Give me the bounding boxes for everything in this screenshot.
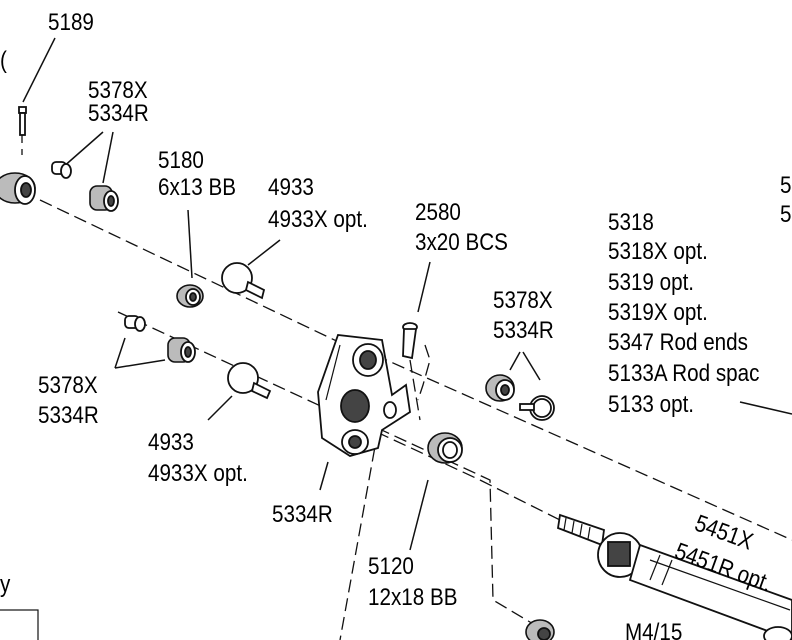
label-5334r-right: 5334R	[493, 317, 554, 344]
label-5133: 5133 opt.	[608, 391, 694, 418]
label-5347: 5347 Rod ends	[608, 329, 748, 356]
label-5319x: 5319X opt.	[608, 299, 708, 326]
label-frag-y: y	[0, 571, 11, 598]
part-5378x-bushing-mid	[124, 315, 196, 363]
part-5120-bearing	[427, 432, 463, 464]
part-4933-pivot-ball-top	[221, 262, 266, 300]
part-rod-end-partial	[763, 626, 792, 640]
label-m4-15: M4/15	[625, 619, 682, 640]
part-5378x-bushing-right	[485, 374, 555, 421]
label-5334r-top: 5334R	[88, 100, 149, 127]
label-4933x-top: 4933X opt.	[268, 206, 368, 233]
label-5180: 5180	[158, 147, 204, 174]
label-4933x-bottom: 4933X opt.	[148, 460, 248, 487]
part-gear-hub	[0, 172, 36, 205]
label-6x13-bb: 6x13 BB	[158, 174, 236, 201]
label-frag-right-1: 5	[780, 172, 791, 199]
label-5120: 5120	[368, 553, 414, 580]
label-12x18-bb: 12x18 BB	[368, 584, 457, 611]
part-5378x-bushing-top	[51, 161, 119, 212]
part-2580-screw	[402, 322, 418, 360]
label-5319: 5319 opt.	[608, 269, 694, 296]
label-5318: 5318	[608, 209, 654, 236]
label-5378x-left: 5378X	[38, 372, 98, 399]
label-2580: 2580	[415, 199, 461, 226]
label-5318x: 5318X opt.	[608, 238, 708, 265]
label-5189: 5189	[48, 9, 94, 36]
label-5334r-left: 5334R	[38, 402, 99, 429]
part-labels: 5189 ( 5378X 5334R 5180 6x13 BB 4933 493…	[0, 9, 791, 640]
label-5133a: 5133A Rod spac	[608, 360, 759, 387]
label-3x20-bcs: 3x20 BCS	[415, 229, 508, 256]
part-bottom-bushing	[525, 619, 555, 640]
part-5451-driveshaft	[557, 513, 792, 640]
leader-lines	[0, 37, 792, 640]
label-5378x-right: 5378X	[493, 287, 553, 314]
part-5180-bearing	[176, 284, 204, 308]
label-frag-right-2: 5	[780, 201, 791, 228]
label-4933-bottom: 4933	[148, 429, 194, 456]
part-5189-screw	[18, 106, 27, 136]
label-frag-x: (	[0, 47, 7, 74]
label-5334r-bottom: 5334R	[272, 501, 333, 528]
label-5378x-top: 5378X	[88, 77, 148, 104]
part-steering-block	[317, 334, 411, 457]
part-4933-pivot-ball-bottom	[227, 362, 272, 400]
label-4933-top: 4933	[268, 174, 314, 201]
